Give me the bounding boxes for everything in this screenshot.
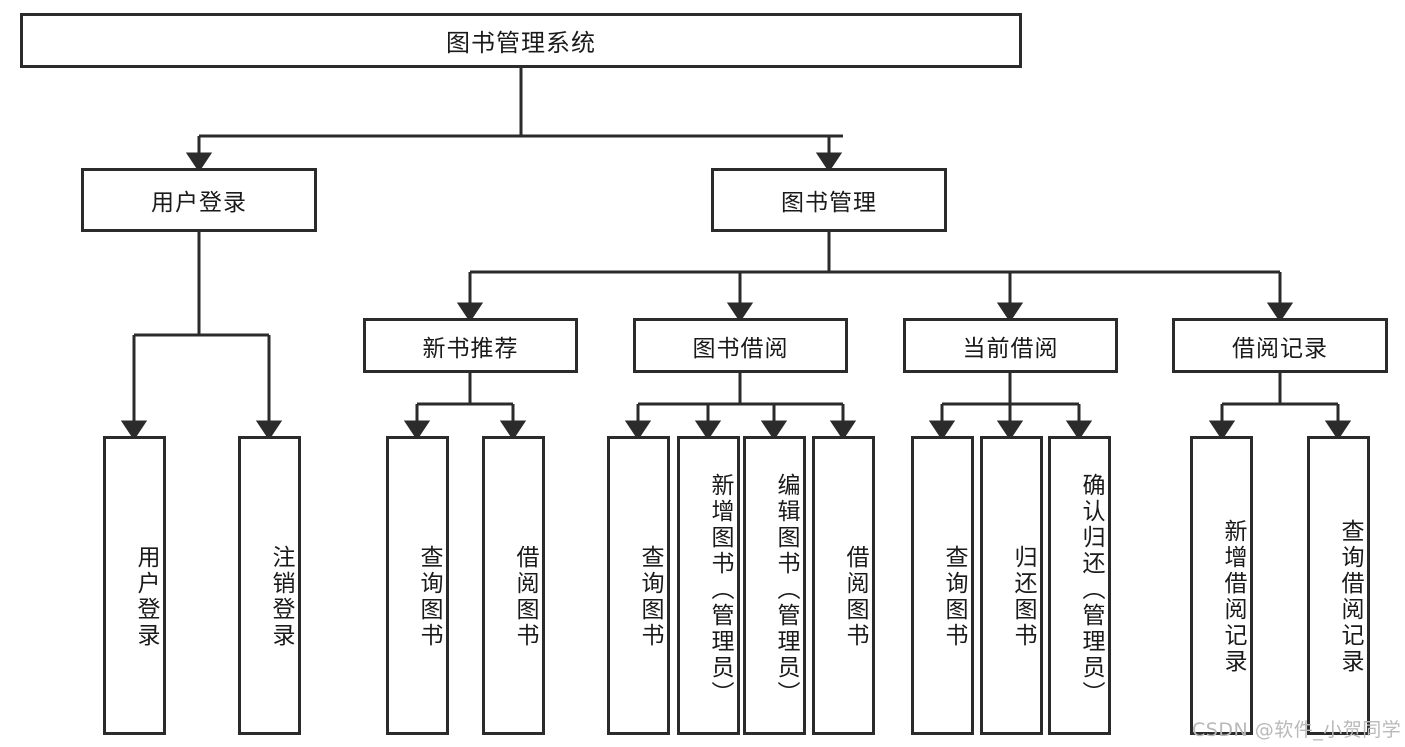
leaf-confirm-return-admin[interactable]: 确认归还（管理员） (1048, 436, 1111, 735)
leaf-query-book-recommend[interactable]: 查询图书 (386, 436, 449, 735)
leaf-borrow-book-recommend[interactable]: 借阅图书 (482, 436, 545, 735)
csdn-watermark: CSDN @软件_小贺同学 (1192, 719, 1402, 741)
leaf-query-book-current[interactable]: 查询图书 (911, 436, 974, 735)
leaf-return-book[interactable]: 归还图书 (980, 436, 1043, 735)
node-root-system[interactable]: 图书管理系统 (20, 13, 1022, 68)
leaf-user-logout[interactable]: 注销登录 (238, 436, 301, 735)
node-borrow-record[interactable]: 借阅记录 (1172, 318, 1388, 373)
node-current-borrow[interactable]: 当前借阅 (903, 318, 1118, 373)
node-book-management[interactable]: 图书管理 (711, 168, 947, 232)
leaf-query-borrow-record[interactable]: 查询借阅记录 (1307, 436, 1370, 735)
node-new-book-recommend[interactable]: 新书推荐 (363, 318, 578, 373)
node-user-login[interactable]: 用户登录 (81, 168, 317, 232)
leaf-query-book-borrow[interactable]: 查询图书 (607, 436, 670, 735)
leaf-borrow-book[interactable]: 借阅图书 (812, 436, 875, 735)
leaf-add-book-admin[interactable]: 新增图书（管理员） (677, 436, 740, 735)
node-book-borrow[interactable]: 图书借阅 (633, 318, 848, 373)
leaf-edit-book-admin[interactable]: 编辑图书（管理员） (743, 436, 806, 735)
leaf-user-login[interactable]: 用户登录 (103, 436, 166, 735)
leaf-add-borrow-record[interactable]: 新增借阅记录 (1190, 436, 1253, 735)
